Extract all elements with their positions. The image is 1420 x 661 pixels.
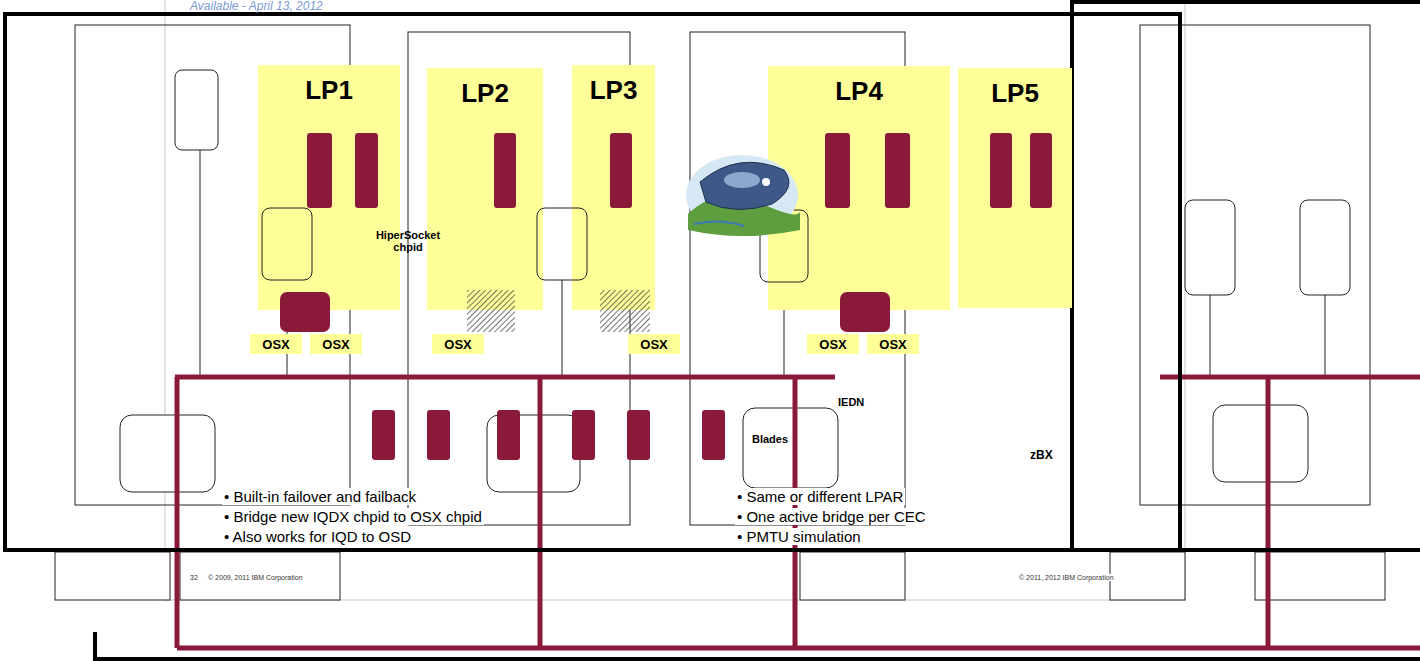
adapter-box	[760, 210, 808, 282]
chpid-type: OSX	[322, 337, 349, 354]
partition-box: LP2	[427, 68, 543, 310]
illustration-detail	[724, 172, 760, 188]
frame-foot	[180, 552, 340, 600]
processor-chip	[990, 133, 1012, 208]
page-number: 32	[190, 574, 198, 581]
partition-name: LP5	[991, 78, 1039, 109]
chpid-label: HiperSocket chpid	[366, 230, 450, 253]
network-label: IEDN	[838, 397, 864, 409]
bullet-note: • Bridge new IQDX chpid to OSX chpid	[222, 508, 484, 525]
frame-edge	[95, 632, 1420, 659]
frame-foot	[1255, 552, 1385, 600]
hipersocket-port	[600, 290, 650, 332]
blade	[702, 410, 725, 460]
blade	[627, 410, 650, 460]
partition-box: LP3	[572, 65, 655, 310]
partition-name: LP3	[590, 75, 638, 106]
processor-chip	[494, 133, 516, 208]
bullet-note: • One active bridge per CEC	[735, 508, 928, 525]
hipersocket-port	[467, 290, 515, 332]
book-outline	[1140, 25, 1370, 505]
switch-box	[743, 408, 838, 488]
osx-chpid-tag: OSX	[628, 334, 680, 354]
osx-chpid-tag: OSX	[310, 334, 362, 354]
processor-chip	[355, 133, 378, 208]
cartoon-illustration	[686, 155, 800, 236]
illustration-figure	[700, 162, 789, 209]
osx-chpid-tag: OSX	[250, 334, 302, 354]
chpid-type: OSX	[819, 337, 846, 354]
bullet-note: • PMTU simulation	[735, 528, 863, 545]
processor-chip	[825, 133, 850, 208]
processor-chip	[1030, 133, 1052, 208]
zbx-frame	[1072, 2, 1420, 550]
processor-chip	[885, 133, 910, 208]
frame-foot	[1110, 552, 1185, 600]
adapter-box	[262, 208, 312, 280]
bullet-note: • Same or different LPAR	[735, 488, 905, 505]
bullet-note: • Built-in failover and failback	[222, 488, 418, 505]
adapter-box	[1185, 200, 1235, 295]
blade	[427, 410, 450, 460]
bridge-port	[840, 292, 890, 332]
iedn-network	[175, 377, 1420, 648]
partition-box: LP5	[958, 68, 1072, 308]
switch-box	[1213, 405, 1308, 482]
partition-name: LP1	[305, 75, 353, 106]
adapter-box	[537, 208, 587, 280]
blade	[372, 410, 395, 460]
illustration-water	[694, 221, 744, 226]
processor-chip	[307, 133, 332, 208]
illustration-eye	[762, 178, 770, 186]
blade	[497, 410, 520, 460]
partition-box: LP1	[258, 65, 400, 310]
availability-note: Available - April 13, 2012	[190, 0, 323, 13]
partition-name: LP4	[835, 76, 883, 107]
illustration-ground	[688, 195, 800, 236]
chpid-type: OSX	[879, 337, 906, 354]
blade	[572, 410, 595, 460]
processor-chip	[610, 133, 632, 208]
partition-name: LP2	[461, 78, 509, 109]
partition-box: LP4	[768, 66, 950, 310]
switch-box	[120, 415, 215, 492]
bullet-note: • Also works for IQD to OSD	[222, 528, 413, 545]
bridge-port	[280, 292, 330, 332]
osx-chpid-tag: OSX	[432, 334, 484, 354]
adapter-box	[1300, 200, 1350, 295]
osx-chpid-tag: OSX	[807, 334, 859, 354]
blades-label: Blades	[750, 434, 790, 446]
adapter-box	[175, 70, 218, 150]
osx-chpid-tag: OSX	[867, 334, 919, 354]
copyright-note: © 2009, 2011 IBM Corporation	[208, 574, 303, 581]
copyright-note: © 2011, 2012 IBM Corporation	[1017, 574, 1116, 581]
zbx-label: zBX	[1030, 449, 1053, 462]
chpid-type: OSX	[640, 337, 667, 354]
illustration-sky	[686, 155, 798, 235]
slide-border	[165, 0, 1185, 600]
frame-foot	[800, 552, 905, 600]
chpid-type: OSX	[444, 337, 471, 354]
frame-foot	[55, 552, 170, 600]
chpid-type: OSX	[262, 337, 289, 354]
cec-frame	[5, 14, 1180, 550]
